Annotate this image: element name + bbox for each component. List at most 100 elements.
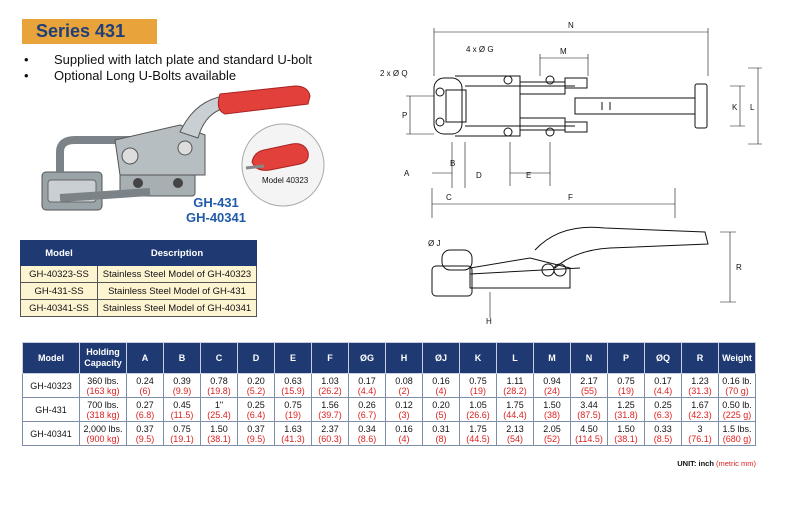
inch-value: 0.16 [395, 423, 413, 434]
table-cell: 1.25(31.8) [607, 397, 645, 422]
inch-value: 0.20 [432, 399, 450, 410]
table-row: GH-40341-SS Stainless Steel Model of GH-… [20, 299, 257, 317]
model-cell: GH-40323 [22, 373, 80, 398]
table-cell: 1.03(26.2) [311, 373, 349, 398]
model-cell: GH-431 [22, 397, 80, 422]
metric-value: (19.8) [207, 385, 231, 396]
metric-value: (225 g) [722, 409, 752, 420]
table-cell: GH-431-SS [20, 282, 98, 300]
metric-value: (6.4) [246, 409, 266, 420]
table-cell: 1.50(38) [533, 397, 571, 422]
metric-value: (9.9) [172, 385, 192, 396]
metric-value: (39.7) [318, 409, 342, 420]
inch-value: 0.24 [136, 375, 154, 386]
table-row: GH-431-SS Stainless Steel Model of GH-43… [20, 282, 257, 300]
metric-value: (9.5) [135, 433, 155, 444]
dim-label-n: N [568, 21, 574, 30]
dim-label-b: B [450, 159, 455, 168]
column-header: Holding Capacity [79, 342, 127, 374]
product-photo [41, 85, 311, 211]
metric-value: (6.7) [357, 409, 377, 420]
table-cell: 1"(25.4) [200, 397, 238, 422]
dim-label-f: F [568, 193, 573, 202]
table-cell: Stainless Steel Model of GH-431 [97, 282, 257, 300]
metric-value: (38.1) [207, 433, 231, 444]
metric-value: (42.3) [688, 409, 712, 420]
inch-value: 0.33 [654, 423, 672, 434]
inch-value: 0.45 [173, 399, 191, 410]
column-header: B [163, 342, 201, 374]
dim-label-k: K [732, 103, 738, 112]
dim-label-h: H [486, 317, 492, 326]
table-cell: 0.34(8.6) [348, 421, 386, 446]
table-cell: 0.50 lb.(225 g) [718, 397, 756, 422]
table-cell: 1.63(41.3) [274, 421, 312, 446]
inch-value: 4.50 [580, 423, 598, 434]
table-cell: 0.17(4.4) [348, 373, 386, 398]
inch-value: 1.75 [469, 423, 487, 434]
inch-value: 1.75 [506, 399, 524, 410]
metric-value: (24) [543, 385, 560, 396]
inch-value: 0.78 [210, 375, 228, 386]
dim-label-p: P [402, 111, 407, 120]
inch-value: 0.25 [654, 399, 672, 410]
dim-label-e: E [526, 171, 531, 180]
metric-value: (6.8) [135, 409, 155, 420]
column-header: R [681, 342, 719, 374]
table-cell: 0.31(8) [422, 421, 460, 446]
table-cell: 0.12(3) [385, 397, 423, 422]
metric-value: (41.3) [281, 433, 305, 444]
table-cell: 2.37(60.3) [311, 421, 349, 446]
metric-value: (8.5) [653, 433, 673, 444]
column-header: N [570, 342, 608, 374]
table-cell: 0.20(5) [422, 397, 460, 422]
table-cell: Stainless Steel Model of GH-40323 [97, 265, 257, 283]
product-model-labels: GH-431 GH-40341 [166, 195, 266, 225]
metric-value: (3) [398, 409, 410, 420]
column-header: A [126, 342, 164, 374]
column-header: D [237, 342, 275, 374]
table-cell: 0.39(9.9) [163, 373, 201, 398]
inch-value: 0.50 lb. [722, 399, 752, 410]
inch-value: 1" [214, 399, 224, 410]
spec-table: Model Holding Capacity A B C D E F ØG H … [22, 342, 756, 446]
inch-value: 1.63 [284, 423, 302, 434]
inch-value: 0.37 [247, 423, 265, 434]
dim-label-q: 2 x Ø Q [380, 69, 408, 78]
metric-value: (25.4) [207, 409, 231, 420]
metric-value: (5) [435, 409, 447, 420]
inch-value: 1.25 [617, 399, 635, 410]
inch-value: 2.37 [321, 423, 339, 434]
column-header: P [607, 342, 645, 374]
metric-value: (38.1) [614, 433, 638, 444]
feature-list: •Supplied with latch plate and standard … [24, 52, 312, 84]
metric-value: (70 g) [725, 385, 749, 396]
inch-value: 0.37 [136, 423, 154, 434]
table-cell: 0.16 lb.(70 g) [718, 373, 756, 398]
table-cell: 1.05(26.6) [459, 397, 497, 422]
inch-value: 3.44 [580, 399, 598, 410]
dim-label-c: C [446, 193, 452, 202]
inch-value: 0.63 [284, 375, 302, 386]
table-cell: 0.20(5.2) [237, 373, 275, 398]
dim-label-m: M [560, 47, 567, 56]
metric-value: (38) [543, 409, 560, 420]
table-cell: 0.37(9.5) [126, 421, 164, 446]
metric-value: (163 kg) [86, 385, 120, 396]
column-header: C [200, 342, 238, 374]
table-cell: 1.23(31.3) [681, 373, 719, 398]
column-header: Weight [718, 342, 756, 374]
column-header: L [496, 342, 534, 374]
dim-label-d: D [476, 171, 482, 180]
metric-value: (15.9) [281, 385, 305, 396]
model-cell: GH-40341 [22, 421, 80, 446]
inch-value: 0.94 [543, 375, 561, 386]
dimension-lines [406, 28, 762, 318]
inch-value: 1.11 [506, 375, 524, 386]
table-cell: 0.37(9.5) [237, 421, 275, 446]
column-header: Description [97, 240, 257, 266]
table-cell: 2,000 lbs.(900 kg) [79, 421, 127, 446]
top-view [433, 75, 708, 137]
